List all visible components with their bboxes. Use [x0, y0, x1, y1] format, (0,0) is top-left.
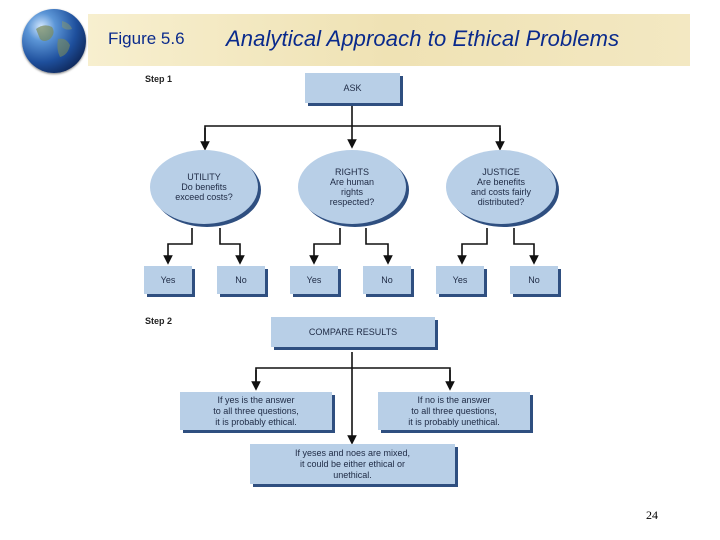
- step1-label: Step 1: [145, 74, 173, 84]
- ask-box: ASK: [305, 73, 400, 103]
- globe-icon: [22, 9, 86, 73]
- connector-rights-no: [365, 228, 393, 265]
- connector-compare-branch: [255, 367, 451, 384]
- connector-justice-no: [513, 228, 539, 265]
- page-number: 24: [646, 508, 658, 522]
- answer-box-rights-yes: Yes: [290, 266, 338, 294]
- answer-box-justice-yes: Yes: [436, 266, 484, 294]
- outcome-all-yes-box: If yes is the answer to all three questi…: [180, 392, 332, 430]
- utility-oval: UTILITY Do benefits exceed costs?: [150, 150, 258, 224]
- connector-utility-yes: [163, 228, 193, 265]
- figure-label: Figure 5.6: [108, 29, 185, 48]
- connector-justice-yes: [457, 228, 488, 265]
- header-band: [88, 14, 690, 66]
- answer-box-justice-no: No: [510, 266, 558, 294]
- answer-box-utility-yes: Yes: [144, 266, 192, 294]
- connector-utility-no: [219, 228, 245, 265]
- connector-rights-yes: [309, 228, 341, 265]
- outcome-all-no-box: If no is the answer to all three questio…: [378, 392, 530, 430]
- step2-label: Step 2: [145, 316, 173, 326]
- answer-box-rights-no: No: [363, 266, 411, 294]
- compare-results-box: COMPARE RESULTS: [271, 317, 435, 347]
- justice-oval: JUSTICE Are benefits and costs fairly di…: [446, 150, 556, 224]
- answer-box-utility-no: No: [217, 266, 265, 294]
- slide-title: Analytical Approach to Ethical Problems: [226, 26, 620, 51]
- outcome-mixed-box: If yeses and noes are mixed, it could be…: [250, 444, 455, 484]
- rights-oval: RIGHTS Are human rights respected?: [298, 150, 406, 224]
